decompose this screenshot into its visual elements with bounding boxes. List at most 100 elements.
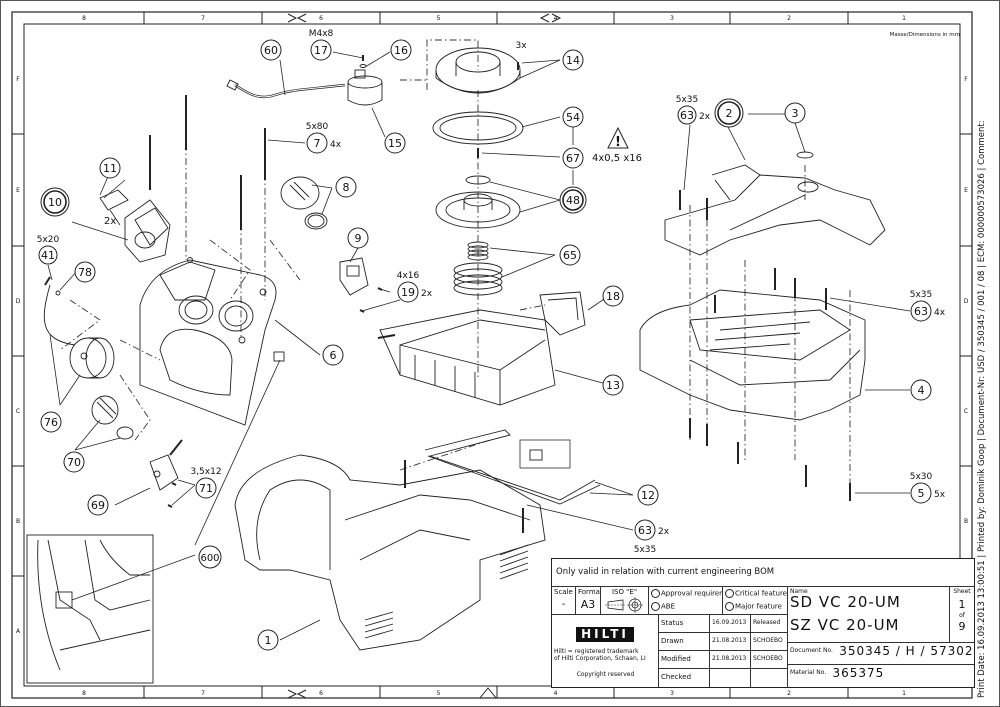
- zone-label-right: F: [964, 76, 968, 83]
- balloon-10[interactable]: 10: [40, 187, 70, 217]
- material-no-cell: Material No. 365375: [788, 665, 974, 687]
- sheet-cell: Sheet 1 of 9: [950, 587, 974, 643]
- balloon-6[interactable]: 6: [322, 344, 344, 366]
- abe-label: ABE: [661, 602, 676, 611]
- balloon-600[interactable]: 600: [198, 545, 222, 569]
- balloon-78[interactable]: 78: [74, 261, 96, 283]
- balloon-70[interactable]: 70: [63, 451, 85, 473]
- balloon-number: 4: [918, 384, 925, 397]
- balloon-67[interactable]: 67: [562, 147, 584, 169]
- spring-small: [467, 241, 489, 261]
- balloon-note: 5x35: [634, 545, 657, 555]
- zone-label-left: E: [16, 187, 20, 194]
- balloon-17[interactable]: 17 M4x8: [309, 29, 334, 61]
- balloon-number: 17: [314, 44, 328, 57]
- balloon-qty: 4x: [934, 308, 946, 318]
- balloon-14[interactable]: 14 3x: [515, 41, 584, 71]
- balloon-18[interactable]: 18: [602, 285, 624, 307]
- balloon-circle: [310, 39, 332, 61]
- balloon-number: 71: [199, 482, 213, 495]
- balloon-note: 3x: [515, 41, 527, 51]
- zone-label-bottom: 6: [319, 690, 323, 697]
- balloon-8[interactable]: 8: [335, 176, 357, 198]
- balloon-number: 14: [566, 54, 580, 67]
- balloon-circle: [634, 519, 656, 541]
- balloon-circle: [562, 147, 584, 169]
- zone-label-top: 6: [319, 15, 323, 22]
- balloon-3[interactable]: 3: [784, 102, 806, 124]
- zone-label-bottom: 8: [82, 690, 86, 697]
- major-radio[interactable]: [725, 602, 734, 611]
- qty-note-10: 2x: [104, 216, 116, 227]
- balloon-15[interactable]: 15: [384, 132, 406, 154]
- status-row-value: [751, 669, 788, 687]
- balloon-69[interactable]: 69: [87, 494, 109, 516]
- material-no-label: Material No.: [790, 669, 827, 676]
- status-row-value: Released: [751, 615, 788, 633]
- critical-feature-option[interactable]: Critical feature: [725, 589, 787, 598]
- hilti-logo: HILTI: [576, 627, 634, 642]
- iso-label: ISO "E": [611, 588, 638, 596]
- vent-slots: [364, 544, 529, 639]
- balloon-inner-ring: [717, 101, 741, 125]
- balloon-qty: 2x: [421, 289, 433, 299]
- approval-radio[interactable]: [651, 589, 660, 598]
- balloon-note: 5x35: [910, 290, 933, 300]
- balloon-circle: [74, 261, 96, 283]
- balloon-number: 11: [103, 162, 117, 175]
- balloon-71[interactable]: 713,5x12: [190, 467, 222, 499]
- format-cell: Format A3: [576, 587, 601, 615]
- balloon-4[interactable]: 4: [910, 379, 932, 401]
- balloon-1[interactable]: 1: [257, 629, 279, 651]
- major-feature-option[interactable]: Major feature: [725, 602, 785, 611]
- balloon-number: 60: [264, 44, 278, 57]
- balloon-qty: 2x: [699, 112, 711, 122]
- balloon-54[interactable]: 54: [562, 106, 584, 128]
- zone-label-left: D: [16, 298, 21, 305]
- format-label: Format: [578, 588, 601, 596]
- balloon-2[interactable]: 2: [714, 98, 744, 128]
- balloon-76[interactable]: 76: [40, 411, 62, 433]
- abe-option[interactable]: ABE: [651, 602, 720, 611]
- balloon-13[interactable]: 13: [602, 374, 624, 396]
- critical-label: Critical feature: [735, 589, 787, 598]
- balloon-16[interactable]: 16: [390, 39, 412, 61]
- balloon-9[interactable]: 9: [347, 227, 369, 249]
- balloon-circle: [910, 379, 932, 401]
- status-row-label: Modified: [659, 651, 710, 669]
- balloon-circle: [198, 545, 222, 569]
- status-row-label: Drawn: [659, 633, 710, 651]
- balloon-65[interactable]: 65: [559, 244, 581, 266]
- name-line-1: SD VC 20-UM: [790, 593, 901, 611]
- balloon-60[interactable]: 60: [260, 39, 282, 61]
- balloon-circle: [347, 227, 369, 249]
- balloon-number: 41: [41, 249, 55, 262]
- balloon-circle: [677, 105, 697, 125]
- balloon-circle: [559, 186, 587, 214]
- approval-requirement-option[interactable]: Approval requirement: [651, 589, 722, 598]
- balloon-number: 78: [78, 266, 92, 279]
- balloon-note: M4x8: [309, 29, 334, 39]
- balloon-circle: [38, 245, 58, 265]
- balloon-11[interactable]: 11: [99, 157, 121, 179]
- scale-label: Scale: [554, 588, 573, 596]
- balloon-number: 600: [200, 553, 219, 564]
- document-no-cell: Document No. 350345 / H / 573026: [788, 643, 974, 665]
- balloon-12[interactable]: 12: [637, 484, 659, 506]
- sheet-total: 9: [958, 620, 966, 633]
- balloon-note: 4x16: [397, 271, 420, 281]
- warning-symbol: !: [615, 135, 621, 150]
- of-label: of: [959, 612, 965, 619]
- abe-radio[interactable]: [651, 602, 660, 611]
- dimensions-note: Masse/Dimensions in mm: [890, 32, 960, 38]
- critical-radio[interactable]: [725, 589, 734, 598]
- balloon-48[interactable]: 48: [559, 186, 587, 214]
- zone-label-top: 1: [902, 15, 906, 22]
